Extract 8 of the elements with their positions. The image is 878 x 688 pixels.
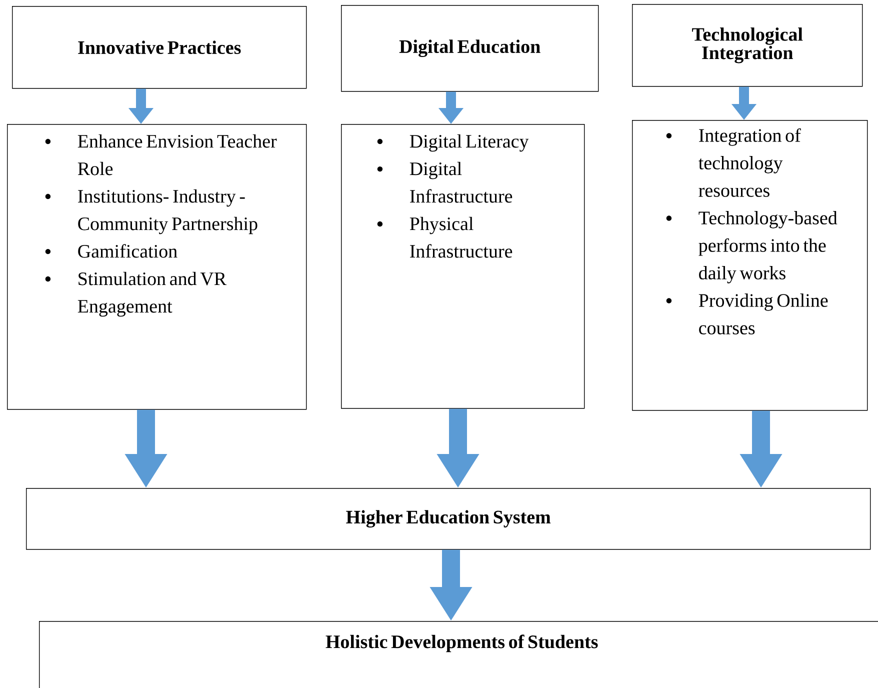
- heading-box: Higher Education System: [26, 488, 871, 550]
- heading-box: Digital Education: [341, 5, 599, 92]
- bullet-list-box: Digital Literacy Digital Infrastructure Physical Infrastructure: [341, 124, 585, 409]
- heading-box: Technological Integration: [632, 4, 863, 87]
- heading-box: Innovative Practices: [12, 6, 307, 89]
- bullet-list-box: Enhance Envision Teacher Role Institutions- Industry - Community Partnership Gamification Stimulation and VR Engagement: [7, 124, 307, 410]
- bullet-list-box: Integration of technology resources Technology-based performs into the daily works Providing Online courses: [632, 120, 868, 411]
- outcome-box: Holistic Developments of Students: [39, 621, 878, 688]
